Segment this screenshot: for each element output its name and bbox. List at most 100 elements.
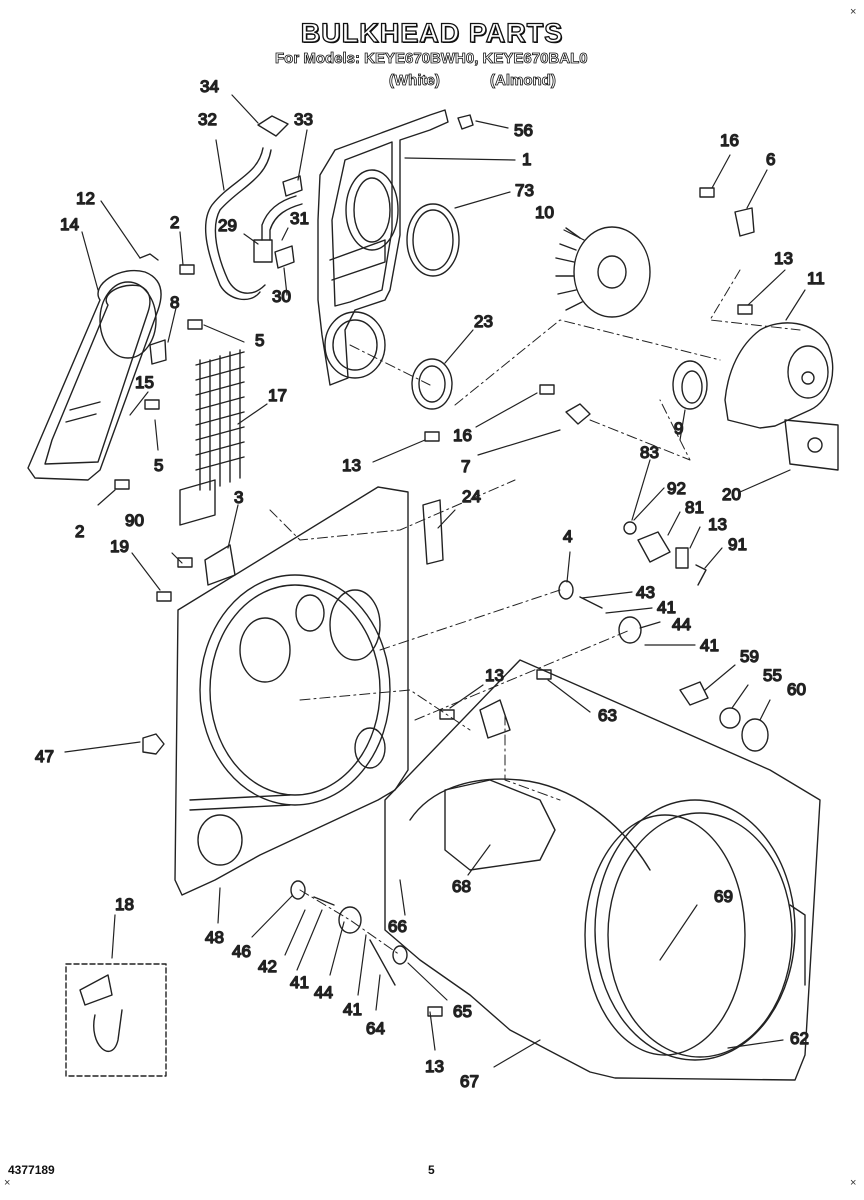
callout-55: 55 bbox=[763, 666, 782, 685]
callout-46: 46 bbox=[232, 942, 251, 961]
callout-66: 66 bbox=[388, 917, 407, 936]
item-56 bbox=[457, 114, 474, 130]
hose-assembly bbox=[204, 115, 303, 301]
heater-housing-14 bbox=[27, 269, 162, 481]
callout-44b: 44 bbox=[314, 983, 333, 1002]
callout-13b: 13 bbox=[342, 456, 361, 475]
callout-29: 29 bbox=[218, 216, 237, 235]
callout-67: 67 bbox=[460, 1072, 479, 1091]
callout-81: 81 bbox=[685, 498, 704, 517]
callout-91: 91 bbox=[728, 535, 747, 554]
channel-24 bbox=[422, 499, 444, 565]
blower-wheel-10 bbox=[555, 226, 651, 318]
callout-65: 65 bbox=[453, 1002, 472, 1021]
callout-43: 43 bbox=[636, 583, 655, 602]
callout-5: 5 bbox=[255, 331, 264, 350]
callout-labels: 34 32 33 56 1 16 6 12 73 10 14 2 29 31 3… bbox=[34, 76, 825, 1091]
label-20 bbox=[784, 419, 839, 471]
front-bulkhead-48 bbox=[174, 486, 409, 896]
thermostat-7 bbox=[565, 403, 591, 425]
callout-6: 6 bbox=[766, 150, 775, 169]
callout-31: 31 bbox=[290, 209, 309, 228]
callout-8: 8 bbox=[170, 293, 179, 312]
callout-14: 14 bbox=[60, 215, 79, 234]
callout-48: 48 bbox=[205, 928, 224, 947]
corner-mark-left: × bbox=[4, 1177, 11, 1189]
callout-63: 63 bbox=[598, 706, 617, 725]
callout-3: 3 bbox=[234, 488, 243, 507]
wire-bundle-18 bbox=[65, 963, 167, 1077]
bracket-12 bbox=[139, 253, 159, 261]
heating-element-17 bbox=[149, 339, 245, 526]
callout-62: 62 bbox=[790, 1029, 809, 1048]
callout-16: 16 bbox=[720, 131, 739, 150]
callout-11: 11 bbox=[807, 269, 825, 288]
callout-2b: 2 bbox=[75, 522, 84, 541]
variant-white: (White) bbox=[389, 72, 441, 90]
assembly-lines bbox=[269, 269, 801, 956]
callout-13: 13 bbox=[774, 249, 793, 268]
callout-12: 12 bbox=[76, 189, 95, 208]
callout-2: 2 bbox=[170, 213, 179, 232]
callout-16b: 16 bbox=[453, 426, 472, 445]
callout-18: 18 bbox=[115, 895, 134, 914]
callout-15: 15 bbox=[135, 373, 154, 392]
callout-44: 44 bbox=[672, 615, 691, 634]
callout-20: 20 bbox=[722, 485, 741, 504]
callout-17: 17 bbox=[268, 386, 287, 405]
callout-41c: 41 bbox=[290, 973, 309, 992]
callout-4: 4 bbox=[563, 527, 572, 546]
callout-34: 34 bbox=[200, 77, 219, 96]
callout-59: 59 bbox=[740, 647, 759, 666]
document-number: 4377189 bbox=[8, 1163, 55, 1177]
screws bbox=[114, 187, 753, 1017]
callout-13c: 90 bbox=[125, 511, 144, 530]
callout-7: 7 bbox=[461, 457, 470, 476]
callout-69: 69 bbox=[714, 887, 733, 906]
callout-56: 56 bbox=[514, 121, 533, 140]
callout-64: 64 bbox=[366, 1019, 385, 1038]
callout-83: 83 bbox=[640, 443, 659, 462]
bracket-6 bbox=[734, 207, 755, 237]
rear-bulkhead-panel bbox=[317, 109, 449, 386]
callout-30: 30 bbox=[272, 287, 291, 306]
callout-41d: 41 bbox=[343, 1000, 362, 1019]
drum-seal-62 bbox=[789, 904, 806, 986]
callout-92: 92 bbox=[667, 479, 686, 498]
variant-almond: (Almond) bbox=[490, 72, 557, 90]
callout-47: 47 bbox=[35, 747, 54, 766]
callout-1: 1 bbox=[522, 150, 531, 169]
switch-assembly bbox=[623, 521, 707, 586]
callout-90: 13 bbox=[708, 515, 727, 534]
seal-9 bbox=[672, 360, 708, 410]
callout-5b: 5 bbox=[154, 456, 163, 475]
callout-9: 9 bbox=[674, 419, 683, 438]
callout-24: 24 bbox=[462, 487, 481, 506]
callout-19: 19 bbox=[110, 537, 129, 556]
model-numbers: For Models: KEYE670BWH0, KEYE670BAL0 bbox=[275, 50, 588, 68]
bracket-3 bbox=[204, 544, 236, 586]
callout-13d: 13 bbox=[485, 666, 504, 685]
callout-42: 42 bbox=[258, 957, 277, 976]
corner-mark-right: × bbox=[850, 1177, 857, 1189]
seal-23 bbox=[411, 358, 453, 410]
callout-73: 73 bbox=[515, 181, 534, 200]
callout-41: 41 bbox=[657, 598, 676, 617]
callout-10: 10 bbox=[535, 203, 554, 222]
page-title: BULKHEAD PARTS bbox=[300, 17, 564, 48]
light-assembly bbox=[679, 681, 769, 752]
callout-13e: 13 bbox=[425, 1057, 444, 1076]
leader-lines bbox=[64, 94, 806, 1068]
page-number: 5 bbox=[428, 1163, 435, 1177]
corner-mark-top-right: × bbox=[850, 6, 857, 18]
callout-23: 23 bbox=[474, 312, 493, 331]
callout-33: 33 bbox=[294, 110, 313, 129]
nut-47 bbox=[142, 733, 165, 755]
blower-housing-11 bbox=[724, 322, 834, 429]
callout-60: 60 bbox=[787, 680, 806, 699]
gasket-73 bbox=[406, 203, 460, 277]
callout-68: 68 bbox=[452, 877, 471, 896]
callout-32: 32 bbox=[198, 110, 217, 129]
dryer-drum-67 bbox=[384, 659, 821, 1081]
